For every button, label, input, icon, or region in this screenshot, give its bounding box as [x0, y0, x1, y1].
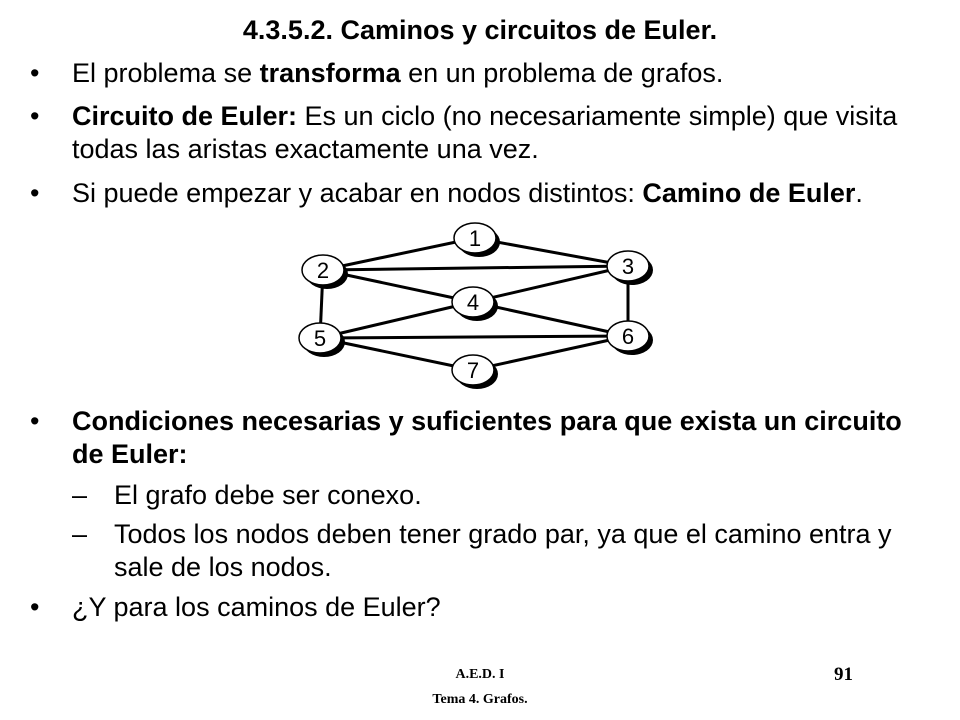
- node-circle: [451, 354, 495, 386]
- bullet-text: El problema se transforma en un problema…: [72, 58, 724, 88]
- node-circle: [453, 222, 497, 254]
- bullet-mark: •: [30, 58, 40, 88]
- node-circle: [451, 286, 495, 318]
- node-label: 6: [622, 324, 634, 349]
- bullet-text: ¿Y para los caminos de Euler?: [72, 592, 441, 622]
- footer-topic: Tema 4. Grafos.: [432, 692, 528, 707]
- node-circle: [298, 322, 342, 354]
- edge-1-2: [322, 236, 476, 272]
- graph-nodes: 1 2 3 4 5 6 7: [298, 222, 653, 389]
- graph-node-5: 5: [298, 322, 345, 357]
- graph-node-3: 3: [606, 250, 653, 285]
- sub-bullet-mark: –: [72, 480, 88, 510]
- bullet-conditions: • Condiciones necesarias y suficientes p…: [30, 405, 930, 471]
- bullet-text: Condiciones necesarias y suficientes par…: [72, 406, 902, 469]
- footer-course: A.E.D. I: [455, 667, 505, 682]
- node-label: 2: [317, 258, 329, 283]
- node-circle: [606, 320, 650, 352]
- node-label: 3: [622, 254, 634, 279]
- node-circle: [606, 250, 650, 282]
- graph-node-1: 1: [453, 222, 500, 257]
- bullet-problem-transform: • El problema se transforma en un proble…: [30, 57, 930, 90]
- sub-bullet-text: El grafo debe ser conexo.: [114, 480, 422, 510]
- bullet-mark: •: [30, 101, 40, 131]
- node-label: 1: [469, 226, 481, 251]
- graph-node-4: 4: [451, 286, 498, 321]
- bullet-mark: •: [30, 406, 40, 436]
- graph-node-7: 7: [451, 354, 498, 389]
- node-label: 7: [467, 358, 479, 383]
- edge-5-7: [319, 336, 474, 372]
- bullet-euler-circuit: • Circuito de Euler: Es un ciclo (no nec…: [30, 100, 930, 166]
- edge-5-6: [319, 334, 629, 340]
- bullet-mark: •: [30, 592, 40, 622]
- edge-4-5: [319, 300, 474, 340]
- edge-4-6: [472, 300, 629, 338]
- edge-1-3: [474, 236, 629, 268]
- edge-3-4: [472, 264, 629, 304]
- edge-2-3: [322, 264, 629, 272]
- bullet-text: Circuito de Euler: Es un ciclo (no neces…: [72, 101, 898, 164]
- sub-bullet-text: Todos los nodos deben tener grado par, y…: [114, 519, 892, 582]
- edge-2-4: [322, 268, 474, 304]
- node-label: 4: [467, 290, 479, 315]
- graph-node-6: 6: [606, 320, 653, 355]
- sub-bullet-mark: –: [72, 519, 88, 549]
- graph-edges: [318, 236, 630, 372]
- bullet-mark: •: [30, 178, 40, 208]
- edge-6-7: [472, 334, 629, 372]
- bullet-euler-paths-question: • ¿Y para los caminos de Euler?: [30, 591, 930, 624]
- bullet-text: Si puede empezar y acabar en nodos disti…: [72, 178, 863, 208]
- node-label: 5: [314, 326, 326, 351]
- node-circle: [301, 254, 345, 286]
- graph-node-2: 2: [301, 254, 348, 289]
- slide-title: 4.3.5.2. Caminos y circuitos de Euler.: [242, 15, 718, 45]
- sub-bullet-even-degree: – Todos los nodos deben tener grado par,…: [72, 518, 932, 584]
- sub-bullet-connected: – El grafo debe ser conexo.: [72, 479, 932, 512]
- page-number: 91: [834, 664, 853, 685]
- bullet-euler-path: • Si puede empezar y acabar en nodos dis…: [30, 177, 930, 210]
